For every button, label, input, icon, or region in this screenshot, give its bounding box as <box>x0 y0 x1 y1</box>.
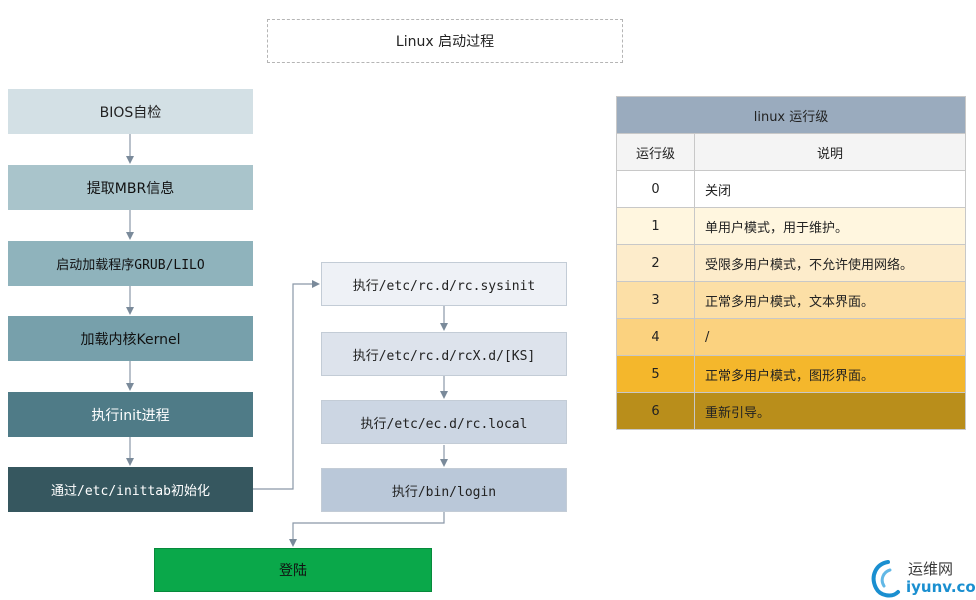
step-rcx-ks: 执行/etc/rc.d/rcX.d/[KS] <box>321 332 567 376</box>
step-read-mbr: 提取MBR信息 <box>8 165 253 210</box>
step-label: 执行/etc/ec.d/rc.local <box>360 416 528 432</box>
step-label: 加载内核Kernel <box>80 331 181 348</box>
description-cell: / <box>694 318 966 356</box>
table-row: 4/ <box>616 318 966 356</box>
step-label: 登陆 <box>279 563 307 579</box>
step-login: 登陆 <box>154 548 432 592</box>
runlevel-cell: 0 <box>616 170 695 208</box>
table-header-row: 运行级 说明 <box>616 133 966 171</box>
table-title: linux 运行级 <box>616 96 966 134</box>
watermark-text-en: iyunv.com <box>906 578 976 596</box>
runlevel-cell: 5 <box>616 355 695 393</box>
step-label: 执行/bin/login <box>391 484 497 500</box>
runlevel-cell: 6 <box>616 392 695 430</box>
arrow-to-sysinit <box>253 280 320 490</box>
step-label: 执行/etc/rc.d/rc.sysinit <box>352 278 536 294</box>
description-cell: 正常多用户模式，文本界面。 <box>694 281 966 319</box>
step-rc-sysinit: 执行/etc/rc.d/rc.sysinit <box>321 262 567 306</box>
description-cell: 受限多用户模式，不允许使用网络。 <box>694 244 966 282</box>
description-cell: 关闭 <box>694 170 966 208</box>
header-description: 说明 <box>694 133 966 171</box>
step-inittab: 通过/etc/inittab初始化 <box>8 467 253 512</box>
step-label: 通过/etc/inittab初始化 <box>51 484 210 499</box>
runlevel-cell: 3 <box>616 281 695 319</box>
watermark-logo-icon <box>871 560 900 598</box>
description-cell: 单用户模式，用于维护。 <box>694 207 966 245</box>
step-label: 启动加载程序GRUB/LILO <box>56 258 205 273</box>
step-label: BIOS自检 <box>99 104 162 121</box>
table-title-row: linux 运行级 <box>616 96 966 134</box>
diagram-title: Linux 启动过程 <box>267 19 623 63</box>
step-load-kernel: 加载内核Kernel <box>8 316 253 361</box>
step-label: 提取MBR信息 <box>86 180 175 197</box>
step-label: 执行/etc/rc.d/rcX.d/[KS] <box>352 348 536 364</box>
runlevel-cell: 2 <box>616 244 695 282</box>
watermark: 运维网 iyunv.com <box>866 556 976 600</box>
runlevel-cell: 4 <box>616 318 695 356</box>
runlevel-cell: 1 <box>616 207 695 245</box>
watermark-text-cn: 运维网 <box>908 560 954 578</box>
header-runlevel: 运行级 <box>616 133 695 171</box>
step-bootloader: 启动加载程序GRUB/LILO <box>8 241 253 286</box>
step-label: 执行init进程 <box>91 407 170 424</box>
step-init-process: 执行init进程 <box>8 392 253 437</box>
arrow-to-login-final <box>289 512 445 547</box>
step-bios-check: BIOS自检 <box>8 89 253 134</box>
step-rc-local: 执行/etc/ec.d/rc.local <box>321 400 567 444</box>
description-cell: 重新引导。 <box>694 392 966 430</box>
step-bin-login: 执行/bin/login <box>321 468 567 512</box>
description-cell: 正常多用户模式，图形界面。 <box>694 355 966 393</box>
